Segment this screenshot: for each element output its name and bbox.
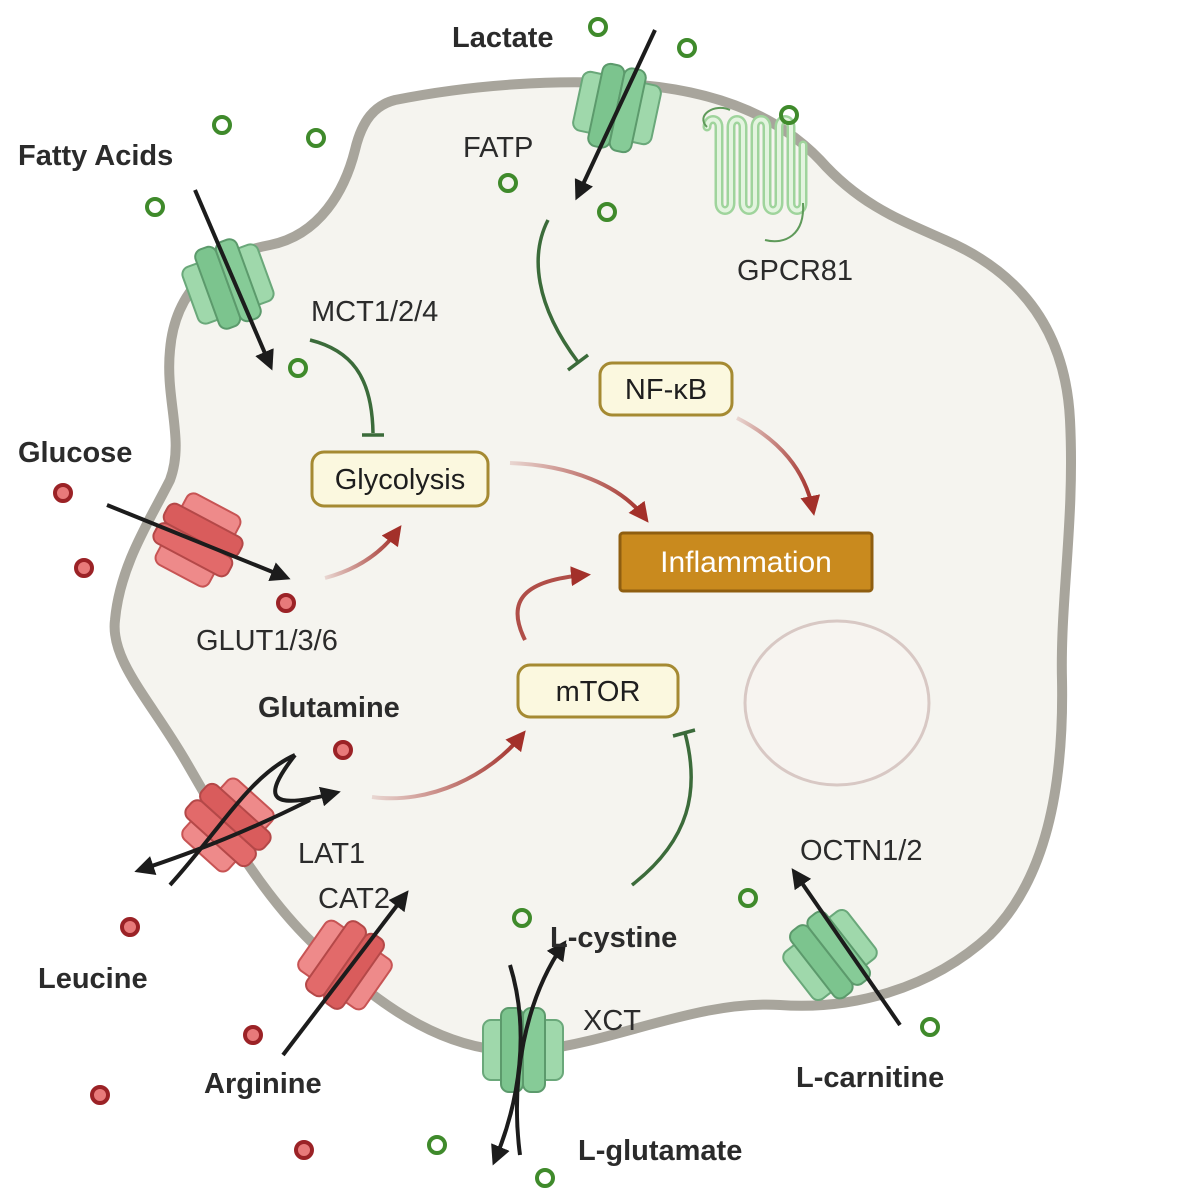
inflammation-label: Inflammation	[660, 546, 832, 579]
l-cystine-arrow	[514, 940, 567, 1156]
cell-membrane	[109, 77, 1076, 1057]
lat1-leucine-arrow	[134, 798, 311, 876]
lactate-arrow	[574, 29, 657, 201]
glycolysis-to-inflammation-arrow	[509, 461, 649, 523]
arginine-arrow	[281, 890, 409, 1057]
glucose-label: Glucose	[18, 437, 132, 469]
mtor-box	[516, 663, 680, 719]
xct-label: XCT	[583, 1005, 641, 1037]
arginine-label: Arginine	[204, 1068, 322, 1100]
l-carnitine-label: L-carnitine	[796, 1062, 944, 1094]
green-molecules	[145, 17, 940, 1188]
glut-label: GLUT1/3/6	[196, 625, 338, 657]
fatty-acids-arrow	[193, 189, 274, 371]
lactate-label: Lactate	[452, 22, 554, 54]
nfkb-box	[598, 361, 734, 417]
l-cystine-inhibits-mtor	[630, 732, 693, 887]
octn-label: OCTN1/2	[800, 835, 922, 867]
fatty-acids-label: Fatty Acids	[18, 140, 173, 172]
glutamine-to-mtor-arrow	[371, 730, 526, 801]
glucose-to-glycolysis-arrow	[324, 525, 402, 580]
l-glutamate-arrow	[491, 964, 523, 1166]
leucine-label: Leucine	[38, 963, 148, 995]
l-cystine-label: L-cystine	[550, 922, 677, 954]
l-carnitine-arrow	[791, 868, 902, 1027]
mtor-label: mTOR	[556, 676, 641, 708]
cat2-label: CAT2	[318, 883, 390, 915]
glutamine-label: Glutamine	[258, 692, 400, 724]
gpcr81-label: GPCR81	[737, 255, 853, 287]
lat1-import-arrow	[168, 753, 296, 887]
nucleus	[743, 619, 931, 787]
nfkb-to-inflammation-arrow	[736, 416, 821, 516]
glucose-arrow	[106, 503, 291, 582]
fatty-acids-inhibit-glycolysis	[309, 338, 375, 434]
nfkb-label: NF-κB	[625, 374, 707, 406]
lat1-label: LAT1	[298, 838, 365, 870]
mtor-inhibit-bar	[672, 728, 696, 738]
inflammation-box	[618, 531, 874, 593]
red-molecules	[53, 483, 353, 1160]
l-glutamate-label: L-glutamate	[578, 1135, 742, 1167]
mtor-to-inflammation-arrow	[515, 566, 591, 641]
fatp-label: FATP	[463, 132, 533, 164]
glycolysis-label: Glycolysis	[335, 464, 466, 496]
glycolysis-box	[310, 450, 490, 508]
nfkb-inhibit-bar	[566, 353, 590, 372]
lat1-glutamine-arrow	[273, 753, 341, 807]
mct-label: MCT1/2/4	[311, 296, 438, 328]
lactate-inhibits-nfkb	[536, 219, 580, 364]
